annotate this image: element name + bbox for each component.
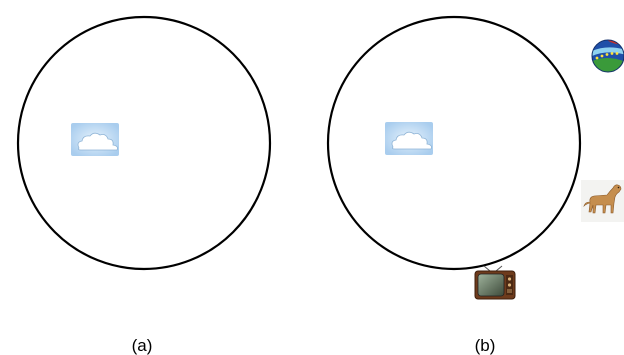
cloud-icon xyxy=(71,123,119,156)
panel-b-circle xyxy=(328,17,580,269)
television-icon xyxy=(475,266,515,299)
panel-b-label: (b) xyxy=(475,336,496,355)
panel-a: (a) xyxy=(18,17,270,355)
panel-a-circle xyxy=(18,17,270,269)
dog-icon xyxy=(581,180,624,222)
panel-a-label: (a) xyxy=(132,336,153,355)
panel-b: (b) xyxy=(328,17,624,355)
beach-ball-icon xyxy=(590,38,624,76)
cloud-icon xyxy=(385,122,433,155)
